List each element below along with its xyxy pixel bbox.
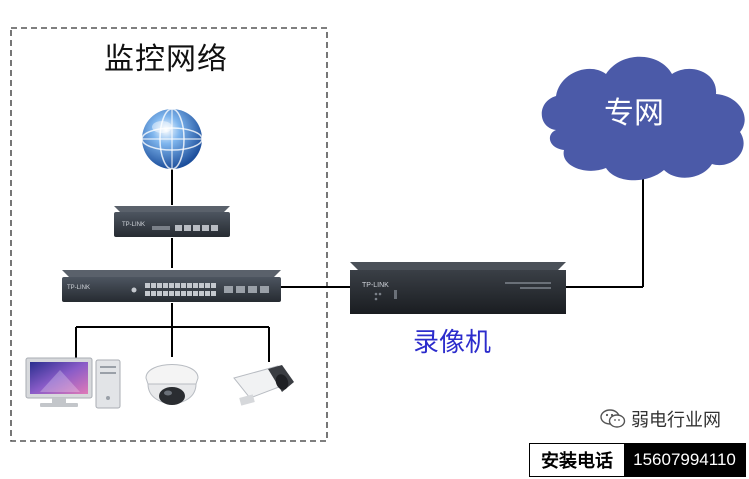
dome-camera-icon [145,364,199,405]
connection-lines [75,160,644,362]
wechat-icon [600,409,626,428]
monitoring-zone-border [10,27,328,442]
switch-device: TP-LINK [62,270,281,302]
nvr-label: 录像机 [413,328,492,358]
svg-text:TP-LINK: TP-LINK [362,282,389,289]
svg-text:TP-LINK: TP-LINK [67,285,90,291]
contact-box: 安装电话 15607994110 [529,443,746,477]
bullet-camera-icon [233,365,294,406]
router-device: TP-LINK [114,206,230,237]
nvr-device: TP-LINK [350,262,566,314]
watermark-text: 弱电行业网 [631,410,721,431]
svg-text:TP-LINK: TP-LINK [122,222,145,228]
pc-icon [25,357,121,409]
cloud-shape [541,56,745,181]
cloud-label: 专网 [604,96,664,131]
contact-phone: 15607994110 [624,444,745,476]
watermark: 弱电行业网 [600,406,721,432]
contact-label: 安装电话 [530,444,624,476]
zone-title: 监控网络 [104,42,228,77]
globe-icon [141,108,203,170]
